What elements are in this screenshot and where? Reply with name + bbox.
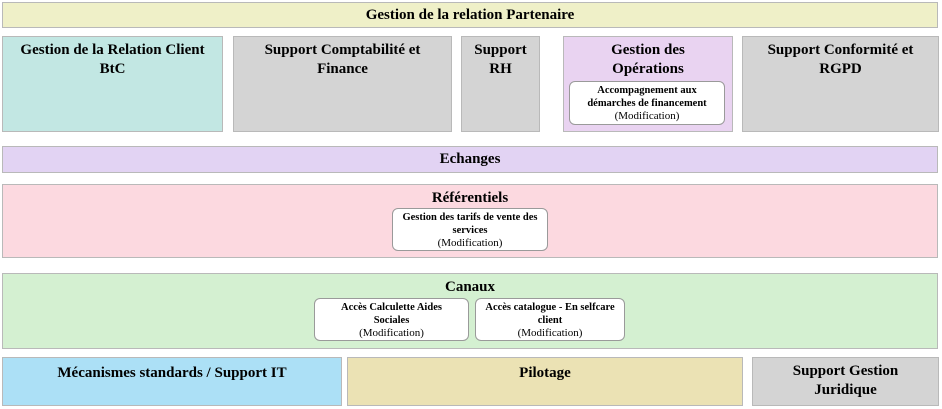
feature-label: Accès catalogue - En selfcare client xyxy=(485,302,615,326)
block-title: Gestion des Opérations xyxy=(611,42,685,77)
feature-card-gestion-tarifs-vente-services: Gestion des tarifs de vente des services… xyxy=(392,208,548,251)
block-title: Pilotage xyxy=(519,365,571,381)
block-echanges: Echanges xyxy=(2,146,938,173)
block-title: Support Gestion Juridique xyxy=(792,363,899,398)
feature-card-acces-calculette-aides-sociales: Accès Calculette Aides Sociales (Modific… xyxy=(314,298,469,341)
feature-modification-tag: (Modification) xyxy=(359,327,424,340)
feature-modification-tag: (Modification) xyxy=(614,110,680,123)
block-gestion-des-operations: Gestion des Opérations Accompagnement au… xyxy=(563,36,733,132)
band-title: Echanges xyxy=(439,151,501,168)
feature-card-accompagnement-demarches-financement: Accompagnement aux démarches de financem… xyxy=(569,81,725,125)
block-referentiels: Référentiels Gestion des tarifs de vente… xyxy=(2,184,938,258)
block-support-rh: Support RH xyxy=(461,36,540,132)
band-title: Canaux xyxy=(444,279,496,295)
block-title: Support Conformité et RGPD xyxy=(767,42,914,77)
feature-modification-tag: (Modification) xyxy=(517,327,583,340)
block-title: Gestion de la Relation Client BtC xyxy=(20,42,205,77)
feature-label: Accès Calculette Aides Sociales xyxy=(341,302,442,326)
band-title: Référentiels xyxy=(431,190,509,206)
block-canaux: Canaux Accès Calculette Aides Sociales (… xyxy=(2,273,938,349)
banner-title: Gestion de la relation Partenaire xyxy=(365,6,575,23)
block-support-gestion-juridique: Support Gestion Juridique xyxy=(752,357,939,406)
block-gestion-relation-client-btc: Gestion de la Relation Client BtC xyxy=(2,36,223,132)
block-mecanismes-standards-support-it: Mécanismes standards / Support IT xyxy=(2,357,342,406)
block-gestion-relation-partenaire: Gestion de la relation Partenaire xyxy=(2,2,938,28)
block-title: Mécanismes standards / Support IT xyxy=(57,365,287,381)
block-title: Support Comptabilité et Finance xyxy=(264,42,421,77)
block-pilotage: Pilotage xyxy=(347,357,743,406)
block-title: Support RH xyxy=(474,42,527,77)
block-support-comptabilite-finance: Support Comptabilité et Finance xyxy=(233,36,452,132)
block-support-conformite-rgpd: Support Conformité et RGPD xyxy=(742,36,939,132)
feature-modification-tag: (Modification) xyxy=(437,237,503,250)
feature-label: Gestion des tarifs de vente des services xyxy=(402,212,538,236)
feature-card-acces-catalogue-selfcare-client: Accès catalogue - En selfcare client (Mo… xyxy=(475,298,625,341)
feature-label: Accompagnement aux démarches de financem… xyxy=(587,85,707,109)
